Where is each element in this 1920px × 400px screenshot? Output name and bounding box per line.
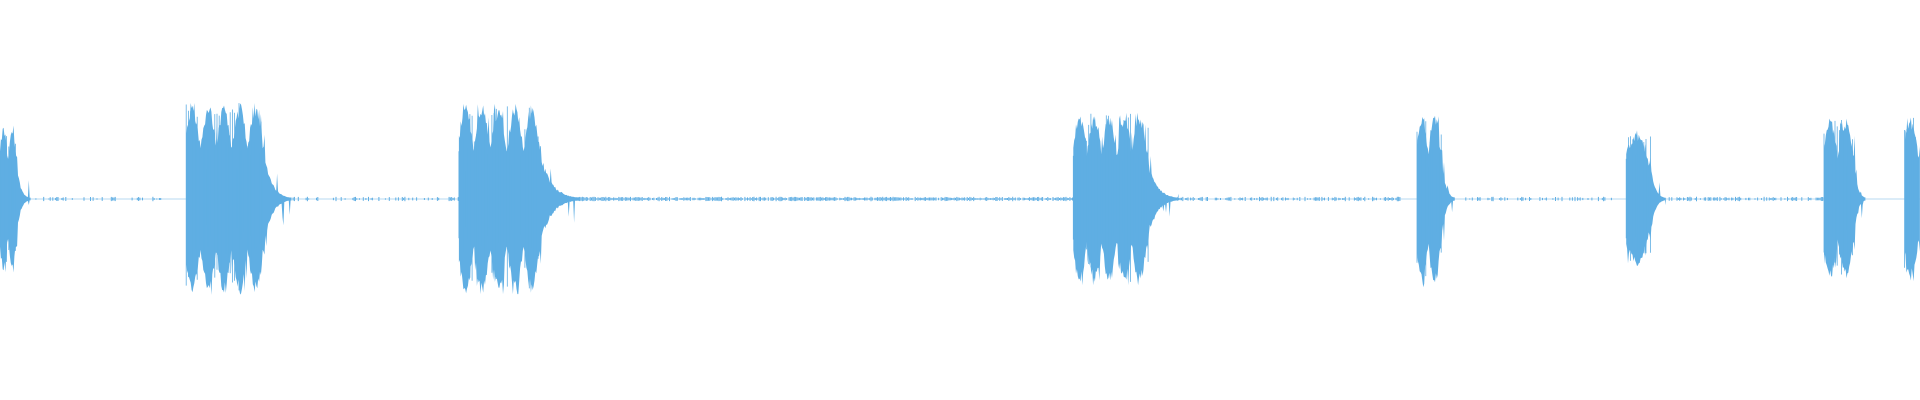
waveform-burst — [1904, 117, 1920, 282]
waveform-burst — [1417, 115, 1455, 288]
waveform-burst — [1824, 118, 1866, 279]
waveform-bursts — [0, 103, 1920, 295]
waveform-noise-floor — [35, 196, 1825, 202]
waveform-burst — [458, 103, 580, 295]
